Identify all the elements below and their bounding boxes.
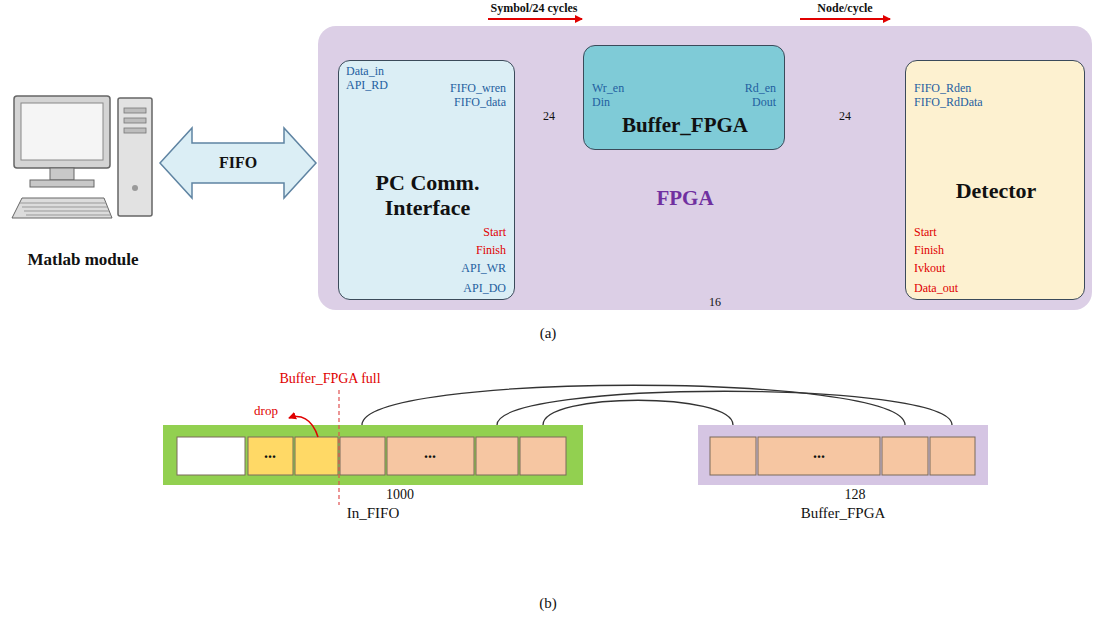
subfigure-label: (a) [540,326,557,340]
memory-cell [248,437,293,475]
screen [21,103,103,160]
power-button [132,185,138,191]
transfer-arc [497,391,952,425]
status-note: drop [254,404,278,418]
memory-cell [177,437,245,475]
memory-cell [387,437,474,475]
memory-cell [930,437,975,475]
depth-number: 1000 [386,488,414,502]
memory-cell [340,437,385,475]
monitor [14,96,110,168]
monitor-base [30,180,94,187]
fifo-bar: In_FIFO [163,425,583,485]
node-title: Buffer_FPGA [584,113,786,137]
memory-cell [295,437,338,475]
keyboard [12,198,112,218]
keyboard-row [26,215,111,216]
edge-label: FIFO [219,154,257,172]
monitor-stand [50,168,74,180]
connector [497,391,952,425]
buffer-box: Buffer_FPGA [583,45,785,150]
buffer-bar: Buffer_FPGA [698,425,988,485]
memory-cell [758,437,880,475]
fifo-double-arrow [160,128,316,198]
node-title: FPGA [584,186,786,210]
subfigure-label: (b) [539,596,557,610]
rate-label: Symbol/24 cycles [491,1,578,15]
memory-cell [476,437,518,475]
cell-row [163,425,583,485]
connector [160,128,316,198]
transfer-arc [543,400,733,425]
memory-cell [520,437,566,475]
memory-cell [882,437,928,475]
cell-row [698,425,988,485]
computer-node: Matlab module [8,88,158,288]
memory-cell [710,437,756,475]
full-threshold-line [338,390,339,505]
fpga-panel: FPGA PC Comm. Interface Buffer_FPGA Detecto… [318,26,1092,310]
node-title: Buffer_FPGA [698,505,988,522]
node-title: Matlab module [8,250,158,270]
transfer-arc [362,385,905,425]
flow-arrow [800,18,890,20]
detector-box: Detector [905,60,1085,300]
drop-arrow [289,417,318,437]
depth-number: 128 [845,488,866,502]
keyboard-row [20,203,106,204]
drive-slot [124,128,146,133]
node-title: PC Comm. Interface [349,170,506,221]
tower [118,98,152,216]
rate-label: Node/cycle [817,1,872,15]
connector [543,400,733,425]
node-title: Detector [906,178,1086,203]
drive-slot [124,118,146,123]
keyboard-row [24,211,109,212]
connector [362,385,905,425]
computer-icon [8,88,158,238]
drive-slot [124,108,146,113]
keyboard-row [22,207,108,208]
node-title: In_FIFO [163,505,583,522]
flow-arrow [488,18,582,20]
interface-box: PC Comm. Interface [338,60,515,300]
status-note: Buffer_FPGA full [279,372,380,386]
